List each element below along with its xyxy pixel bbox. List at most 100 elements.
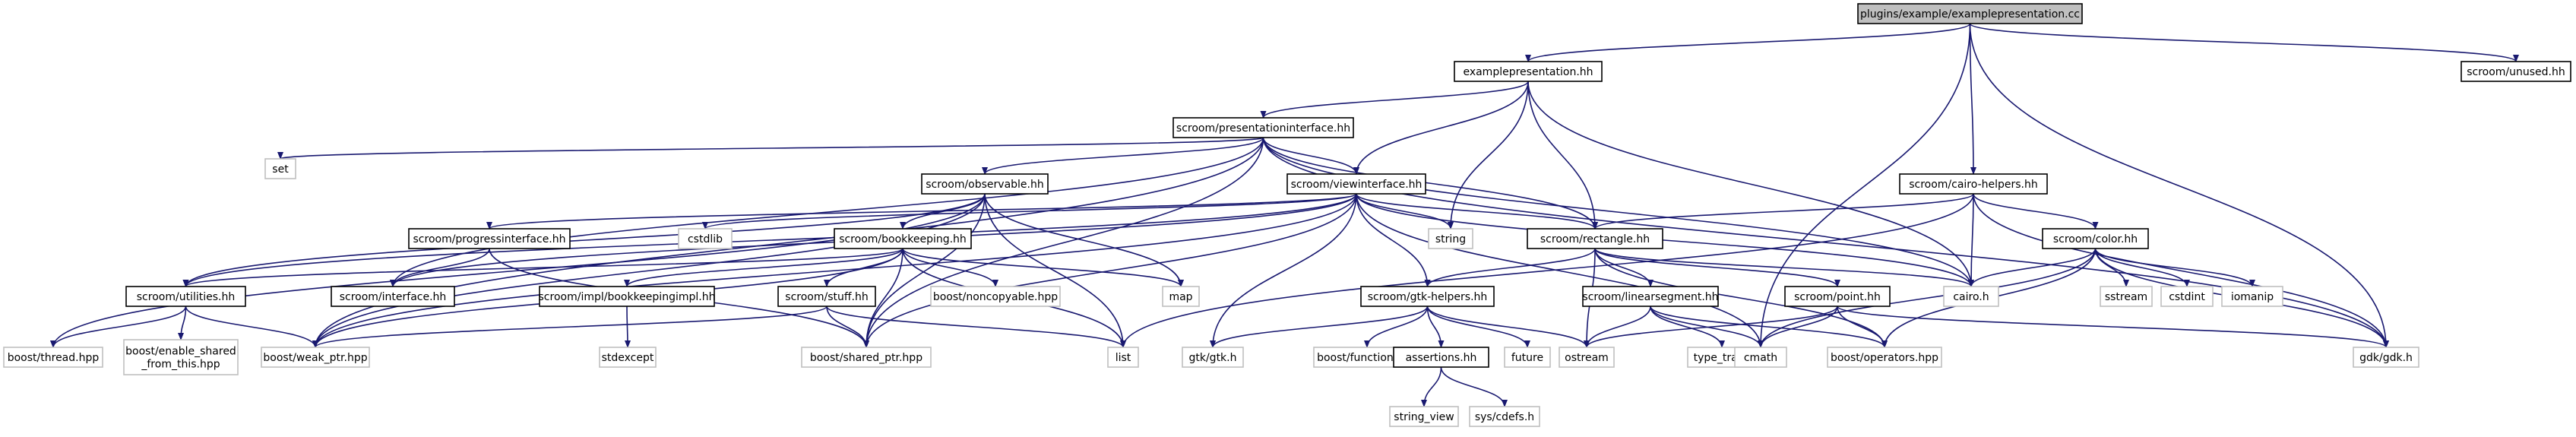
node-box-interface [331, 286, 455, 307]
node-label-gdk: gdk/gdk.h [2359, 352, 2413, 364]
node-box-thread [3, 347, 103, 368]
node-box-noncopy [930, 286, 1061, 307]
node-box-string [1428, 228, 1473, 249]
edge-bookkeeping-to-noncopy [902, 248, 998, 287]
node-box-set [264, 158, 296, 179]
node-label-weak: boost/weak_ptr.hpp [263, 352, 367, 364]
edge-pi-to-rect [1262, 137, 1598, 230]
node-utilities[interactable]: scroom/utilities.hh [125, 286, 246, 307]
edge-stuff-to-list [826, 306, 1126, 348]
node-color[interactable]: scroom/color.hh [2042, 228, 2149, 249]
node-label-unused: scroom/unused.hh [2467, 66, 2565, 78]
edge-progress-to-interface [390, 248, 490, 287]
node-linseg[interactable]: scroom/linearsegment.hh [1582, 286, 1719, 307]
node-cairohelp[interactable]: scroom/cairo-helpers.hh [1899, 173, 2048, 195]
node-stuff[interactable]: scroom/stuff.hh [777, 286, 876, 307]
node-gtkhelp[interactable]: scroom/gtk-helpers.hh [1360, 286, 1495, 307]
edge-root-to-cairohelp [1969, 23, 1976, 175]
node-box-gtk [1182, 347, 1244, 368]
node-progress[interactable]: scroom/progressinterface.hh [408, 228, 571, 249]
node-stringview: string_view [1389, 406, 1459, 427]
edge-gtkhelp-to-assertions [1426, 306, 1445, 348]
node-sstream: sstream [2100, 286, 2153, 307]
node-ep[interactable]: examplepresentation.hh [1454, 61, 1603, 82]
node-unused[interactable]: scroom/unused.hh [2460, 61, 2571, 82]
node-label-ep: examplepresentation.hh [1463, 66, 1593, 78]
node-label-pi: scroom/presentationinterface.hh [1176, 122, 1350, 135]
node-assertions[interactable]: assertions.hh [1393, 347, 1489, 368]
edge-obs-to-weak [312, 193, 986, 348]
node-label-utilities: scroom/utilities.hh [137, 291, 235, 303]
node-set: set [264, 158, 296, 179]
node-cdefs: sys/cdefs.h [1469, 406, 1540, 427]
node-label-progress: scroom/progressinterface.hh [413, 233, 566, 245]
node-root[interactable]: plugins/example/examplepresentation.cc [1857, 3, 2083, 24]
node-label-string: string [1435, 233, 1466, 245]
node-box-linseg [1582, 286, 1719, 307]
node-label-map: map [1169, 291, 1192, 303]
node-box-cairo [1943, 286, 1999, 307]
node-box-operators [1827, 347, 1942, 368]
node-stdexcept: stdexcept [599, 347, 657, 368]
node-label-assertions: assertions.hh [1406, 352, 1477, 364]
edge-ep-to-vi [1353, 81, 1529, 175]
edge-rect-to-cairo [1594, 248, 1974, 287]
edge-utilities-to-thread [50, 306, 187, 348]
node-label-sstream: sstream [2105, 291, 2147, 303]
node-label-ostream: ostream [1565, 352, 1609, 364]
node-rect[interactable]: scroom/rectangle.hh [1527, 228, 1663, 249]
node-pi[interactable]: scroom/presentationinterface.hh [1172, 117, 1354, 138]
node-obs[interactable]: scroom/observable.hh [921, 173, 1049, 195]
edge-color-to-cstdint [2094, 248, 2190, 287]
node-gdk: gdk/gdk.h [2353, 347, 2419, 368]
edge-linseg-to-operators [1650, 306, 1888, 348]
edge-point-to-cmath [1758, 306, 1838, 348]
node-box-shared [801, 347, 932, 368]
edge-pi-to-cairo [1262, 137, 1974, 287]
node-layer: plugins/example/examplepresentation.cc ex… [3, 3, 2571, 427]
edge-gtkhelp-to-future [1426, 306, 1530, 348]
edge-ep-to-pi [1260, 81, 1529, 119]
node-bookkeeping[interactable]: scroom/bookkeeping.hh [834, 228, 972, 249]
node-box-pi [1172, 117, 1354, 138]
edge-pi-to-vi [1262, 137, 1359, 175]
edge-layer [50, 23, 2519, 407]
node-interface[interactable]: scroom/interface.hh [331, 286, 455, 307]
edge-vi-to-gtk [1210, 193, 1357, 348]
edge-pi-to-shared [863, 137, 1264, 348]
edge-bookkeeping-to-bkimpl [624, 248, 903, 287]
edge-vi-to-utilities [182, 193, 1357, 287]
node-box-bkimpl [539, 286, 715, 307]
node-enable: boost/enable_shared_from_this.hpp [123, 339, 239, 375]
node-label-cmath: cmath [1744, 352, 1777, 364]
node-box-point [1784, 286, 1891, 307]
edge-rect-to-gtkhelp [1424, 248, 1596, 287]
node-vi[interactable]: scroom/viewinterface.hh [1286, 173, 1426, 195]
node-box-ostream [1559, 347, 1615, 368]
node-box-stringview [1389, 406, 1459, 427]
node-list: list [1107, 347, 1139, 368]
edge-root-to-gdk [1969, 23, 2389, 348]
edge-vi-to-cstdlib [702, 193, 1357, 230]
node-box-gtkhelp [1360, 286, 1495, 307]
node-noncopy: boost/noncopyable.hpp [930, 286, 1061, 307]
node-cairo: cairo.h [1943, 286, 1999, 307]
node-box-ep [1454, 61, 1603, 82]
node-iomanip: iomanip [2221, 286, 2283, 307]
node-label-stuff: scroom/stuff.hh [785, 291, 868, 303]
edge-gtkhelp-to-function [1364, 306, 1429, 348]
node-label-linseg: scroom/linearsegment.hh [1582, 291, 1718, 303]
node-box-cstdlib [678, 228, 733, 249]
node-box-iomanip [2221, 286, 2283, 307]
node-bkimpl[interactable]: scroom/impl/bookkeepingimpl.hh [539, 286, 716, 307]
edge-rect-to-point [1594, 248, 1840, 287]
node-point[interactable]: scroom/point.hh [1784, 286, 1891, 307]
edge-rect-to-linseg [1594, 248, 1654, 287]
node-box-sstream [2100, 286, 2153, 307]
node-label-cdefs: sys/cdefs.h [1475, 411, 1534, 423]
edge-cairohelp-to-list [1120, 193, 1974, 348]
node-box-future [1504, 347, 1551, 368]
node-box-stdexcept [599, 347, 657, 368]
node-label-gtkhelp: scroom/gtk-helpers.hh [1368, 291, 1488, 303]
